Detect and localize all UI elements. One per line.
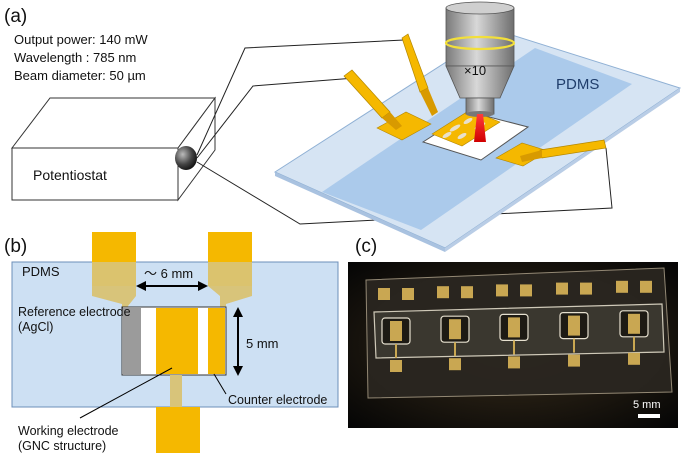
potentiostat-knob-icon <box>175 146 197 170</box>
photo-working-electrode <box>628 313 640 334</box>
working-leader-line <box>79 367 173 419</box>
photo-electrode-pads <box>378 280 652 372</box>
working-electrode-label: Working electrode <box>18 424 119 438</box>
photo-top-pad <box>556 282 568 295</box>
panel-c: (c) 5 mm <box>348 236 678 428</box>
pdms-label-b: PDMS <box>22 264 60 279</box>
panel-b-label: (b) <box>4 236 27 257</box>
scale-bar <box>638 414 660 418</box>
photo-bottom-pad <box>568 354 580 367</box>
photo-lead <box>573 338 575 353</box>
panel-b: (b) PDMS 〜 6 mm 5 mm <box>4 232 339 453</box>
probe-right-tip <box>520 150 542 162</box>
photo-working-electrode <box>568 315 580 336</box>
working-pad <box>156 407 200 453</box>
photo-top-pad <box>580 282 592 295</box>
wire-middle <box>196 77 356 159</box>
working-electrode-strip <box>156 308 198 374</box>
photo-top-pad <box>640 280 652 293</box>
photo-lead <box>395 344 397 358</box>
photo-top-pad <box>437 286 449 299</box>
panel-a: (a) Output power: 140 mW Wavelength : 78… <box>4 1 682 252</box>
photo-top-pad <box>616 280 628 293</box>
potentiostat-box: Potentiostat <box>10 96 216 202</box>
photo-top-pad <box>461 286 473 299</box>
reference-electrode-sublabel: (AgCl) <box>18 320 53 334</box>
photo-working-electrode <box>449 319 461 340</box>
counter-leader-line <box>213 373 227 395</box>
probe-top-tip <box>420 88 438 116</box>
spec-wavelength: Wavelength : 785 nm <box>14 50 136 65</box>
photo-bottom-pad <box>508 356 520 369</box>
wire-top <box>196 39 405 156</box>
photo-lead <box>454 342 456 357</box>
photo-top-pad <box>520 284 532 297</box>
photo-bottom-pad <box>390 360 402 372</box>
photo-lead <box>633 336 635 351</box>
photo-bottom-pad <box>628 352 640 365</box>
photo-working-electrode <box>390 321 402 341</box>
height-dimension-arrow <box>233 307 243 376</box>
panel-c-label: (c) <box>355 236 377 257</box>
photo-top-pad <box>378 288 390 300</box>
working-electrode-sublabel: (GNC structure) <box>18 439 106 453</box>
width-dimension-arrow <box>136 281 208 291</box>
spec-beam-diameter: Beam diameter: 50 µm <box>14 68 146 83</box>
objective-lens-icon <box>444 1 516 117</box>
counter-electrode-label: Counter electrode <box>228 393 327 407</box>
photo-lead <box>513 340 515 355</box>
pdms-label-a: PDMS <box>556 76 599 93</box>
electrode-pad-left <box>376 111 432 141</box>
reference-electrode-strip <box>123 308 141 374</box>
photo-top-pad <box>496 284 508 297</box>
photo-working-electrode <box>508 317 520 338</box>
reference-electrode-label: Reference electrode <box>18 305 131 319</box>
scale-bar-label: 5 mm <box>633 399 661 411</box>
photo-bottom-pad <box>449 358 461 371</box>
counter-electrode-strip <box>208 308 225 374</box>
width-dimension-label: 〜 6 mm <box>144 266 193 281</box>
probe-left <box>343 69 391 119</box>
photo-top-pad <box>402 288 414 300</box>
potentiostat-label: Potentiostat <box>33 167 107 183</box>
probe-left-tip <box>382 112 402 130</box>
objective-magnification: ×10 <box>464 63 486 78</box>
height-dimension-label: 5 mm <box>246 336 279 351</box>
spec-output-power: Output power: 140 mW <box>14 32 148 47</box>
panel-a-label: (a) <box>4 6 27 27</box>
laser-beam <box>474 114 486 142</box>
